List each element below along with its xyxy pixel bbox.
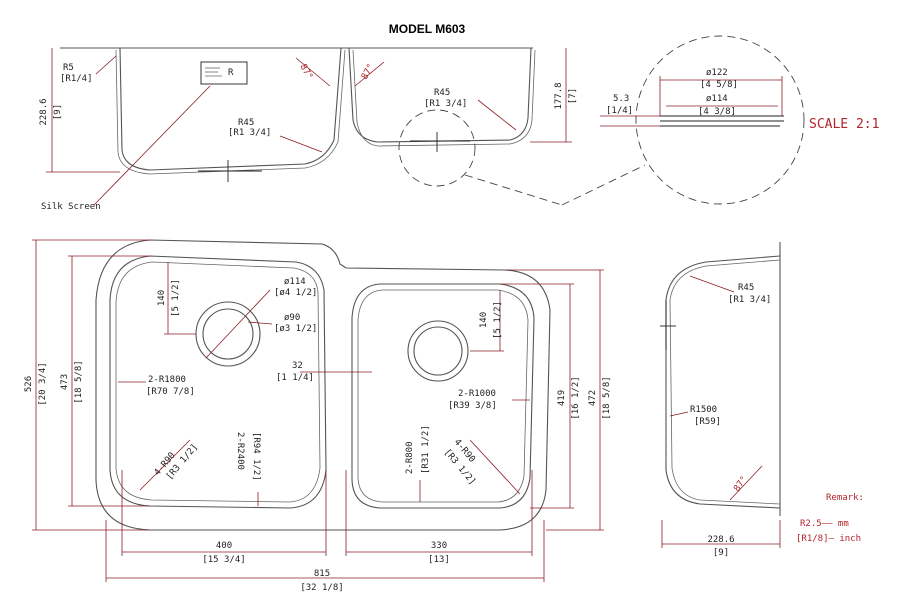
side-r45: R45 [738,283,754,293]
right-drain-offset-inch: [5 1/2] [493,301,503,339]
right-drain-inner [413,326,463,376]
remark-line-inch: [R1/8]— inch [796,534,861,544]
left-drain-offset-inch: [5 1/2] [171,279,181,317]
r1800-label: 2-R1800 [148,375,186,385]
remark-title: Remark: [826,493,864,503]
silk-screen-label [200,61,248,85]
detail-thickness: 5.3 [613,94,629,104]
drain-d90-inch: [ø3 1/2] [274,324,317,334]
r800-label-inch: [R31 1/2] [421,425,431,474]
side-depth-inch: [9] [713,548,729,558]
detail-view: ø122 [4 5/8] ø114 [4 3/8] 5.3 [1/4] SCAL… [600,35,879,205]
r1000-label-inch: [R39 3/8] [448,401,497,411]
left-bowl-width-inch: [15 3/4] [202,555,245,565]
drain-d114-inch: [ø4 1/2] [274,288,317,298]
left-bowl-height: 473 [60,374,70,390]
right-outer-height-inch: [18 5/8] [602,376,612,419]
scale-label: SCALE 2:1 [809,117,879,132]
r5-label: R5 [63,63,74,73]
bowl-gap: 32 [292,361,303,371]
left-bowl-width: 400 [216,541,232,551]
outer-rim [95,239,551,531]
r45-left-inch: [R1 3/4] [228,128,271,138]
svg-text:R: R [228,68,234,78]
detail-thickness-inch: [1/4] [606,106,633,116]
left-drain-outer [195,301,261,367]
height-dim: 228.6 [39,98,49,125]
overall-height: 526 [24,376,34,392]
detail-d122: ø122 [706,68,728,78]
right-drain-outer [407,320,469,382]
height-dim-inch: [9] [53,104,63,120]
right-bowl [351,283,535,509]
side-angle: 87° [732,475,750,494]
silk-screen-text: Silk Screen [41,202,101,212]
detail-d122-inch: [4 5/8] [700,80,738,90]
side-profile [665,255,781,509]
detail-d114: ø114 [706,94,728,104]
side-depth: 228.6 [707,535,734,545]
right-bowl-height-inch: [16 1/2] [571,376,581,419]
section-view: 228.6 [9] R5 [R1/4] R Silk Screen 87° 87… [39,47,646,212]
side-r45-inch: [R1 3/4] [728,295,771,305]
r1000-label: 2-R1000 [458,389,496,399]
drawing-title: MODEL M603 [389,22,466,36]
drain-d90: ø90 [284,313,300,323]
r2400-label: 2-R2400 [235,432,245,470]
remark-line-mm: R2.5—— mm [800,519,849,529]
angle-left: 87° [297,63,314,82]
right-outer-height: 472 [588,390,598,406]
r45-left: R45 [238,118,254,128]
r45-right-inch: [R1 3/4] [424,99,467,109]
overall-width-inch: [32 1/8] [300,583,343,593]
plan-view: 526 [20 3/4] 473 [18 5/8] 140 [5 1/2] ø1… [24,239,612,593]
detail-circle [635,35,805,205]
r2400-label-inch: [R94 1/2] [251,432,261,481]
right-height-dim-inch: [7] [568,88,578,104]
right-bowl-height: 419 [557,390,567,406]
right-bowl-width: 330 [431,541,447,551]
detail-callout-circle [398,109,476,187]
side-r1500-inch: [R59] [694,417,721,427]
remark-block: Remark: R2.5—— mm [R1/8]— inch [796,493,864,544]
r45-right: R45 [434,88,450,98]
bowl-gap-inch: [1 1/4] [276,373,314,383]
r1800-label-inch: [R70 7/8] [146,387,195,397]
r5-label-inch: [R1/4] [60,74,93,84]
left-bowl-height-inch: [18 5/8] [74,360,84,403]
overall-height-inch: [20 3/4] [38,362,48,405]
left-drain-offset: 140 [157,290,167,306]
side-r1500: R1500 [690,405,717,415]
right-height-dim: 177.8 [554,82,564,109]
left-drain-inner [202,308,254,360]
detail-d114-inch: [4 3/8] [698,107,736,117]
drain-d114: ø114 [284,277,306,287]
r800-label: 2-R800 [405,441,415,474]
left-bowl-section [119,47,342,171]
angle-right: 87° [360,62,377,81]
overall-width: 815 [314,569,330,579]
side-view: R45 [R1 3/4] R1500 [R59] 87° 228.6 [9] [660,242,781,558]
right-drain-offset: 140 [479,312,489,328]
right-bowl-width-inch: [13] [428,555,450,565]
